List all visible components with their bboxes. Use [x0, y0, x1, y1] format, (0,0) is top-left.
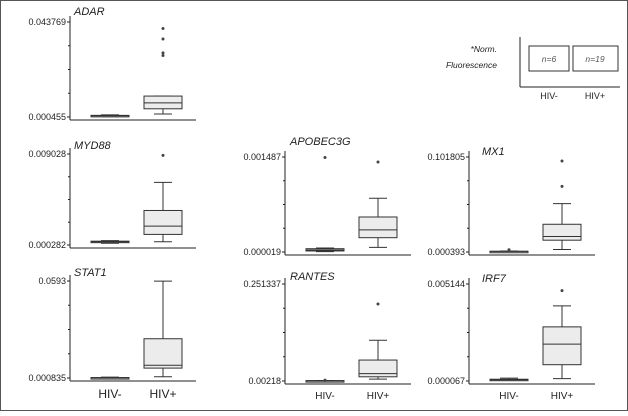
legend-box-hiv-pos [572, 45, 619, 72]
box-iqr [542, 326, 582, 366]
y-tick-label: 0.009028 [28, 149, 66, 159]
x-category-label: HIV+ [367, 391, 390, 402]
x-category-label: HIV- [315, 391, 334, 402]
legend-n-hiv-neg: n=6 [542, 54, 557, 64]
legend-label-hiv-neg: HIV- [540, 91, 558, 101]
y-tick-label: 0.001487 [243, 152, 281, 162]
box-hiv-pos [143, 153, 183, 243]
box-hiv-pos [143, 280, 183, 378]
outlier-point [507, 248, 511, 252]
box-hiv-neg [489, 248, 529, 254]
box-hiv-pos [143, 27, 183, 115]
box-hiv-neg [90, 114, 130, 118]
outlier-point [323, 378, 327, 382]
box-hiv-pos [542, 289, 582, 380]
y-tick-label: 0.043769 [28, 17, 66, 27]
panel-adar: 0.043769 0.000455 ADAR [28, 6, 196, 122]
outlier-point [560, 159, 564, 163]
box-iqr [358, 359, 398, 378]
box-hiv-pos [542, 159, 582, 251]
outlier-point [560, 289, 564, 293]
panel-title: MYD88 [74, 140, 112, 152]
legend-box-hiv-neg [528, 45, 570, 72]
box-hiv-pos [358, 302, 398, 380]
y-tick-label: 0.000067 [427, 376, 465, 386]
box-hiv-neg [305, 378, 345, 383]
x-category-label: HIV+ [551, 391, 574, 402]
panel-title: ADAR [73, 6, 105, 18]
outlier-point [376, 160, 380, 164]
box-hiv-neg [489, 377, 529, 382]
panel-rantes: 0.251337 0.00218 RANTES HIV- HIV+ [243, 271, 411, 402]
x-category-label: HIV- [499, 391, 518, 402]
y-tick-label: 0.000019 [243, 247, 281, 257]
outlier-point [161, 27, 165, 31]
y-tick-label: 0.000282 [28, 240, 66, 250]
y-tick-label: 0.101805 [427, 152, 465, 162]
box-iqr [143, 209, 183, 235]
x-category-label: HIV- [98, 387, 121, 401]
box-hiv-neg [90, 240, 130, 244]
box-hiv-neg [305, 155, 345, 253]
box-iqr [143, 338, 183, 369]
box-iqr [542, 223, 582, 241]
x-category-label: HIV+ [149, 387, 176, 401]
outlier-point [376, 302, 380, 306]
panel-title: MX1 [482, 146, 505, 158]
outlier-point [161, 37, 165, 41]
outlier-point [323, 155, 327, 159]
y-tick-label: 0.00218 [248, 376, 281, 386]
panels: 0.043769 0.000455 ADAR 0.009028 0.000282 MYD8… [28, 6, 595, 402]
y-tick-label: 0.0593 [38, 276, 66, 286]
outlier-point [560, 184, 564, 188]
panel-apobec3g: 0.001487 0.000019 APOBEC3G [243, 136, 411, 257]
panel-title: STAT1 [74, 267, 107, 279]
box-iqr [358, 216, 398, 239]
y-tick-label: 0.251337 [243, 279, 281, 289]
outlier-point [161, 153, 165, 157]
panel-title: IRF7 [482, 273, 507, 285]
box-hiv-neg [90, 376, 130, 380]
outlier-point [161, 51, 165, 55]
legend-norm-label: *Norm. [471, 44, 497, 54]
legend-fluorescence-label: Fluorescence [446, 60, 497, 70]
panel-title: RANTES [290, 271, 335, 283]
panel-mx1: 0.101805 0.000393 MX1 [427, 146, 595, 257]
y-tick-label: 0.005144 [427, 279, 465, 289]
panel-myd88: 0.009028 0.000282 MYD88 [28, 140, 196, 250]
legend-label-hiv-pos: HIV+ [585, 91, 605, 101]
y-tick-label: 0.000393 [427, 247, 465, 257]
box-hiv-pos [358, 160, 398, 248]
legend-n-hiv-pos: n=19 [585, 54, 604, 64]
legend: *Norm. Fluorescence n=6 n=19 HIV- HIV+ [446, 37, 620, 101]
y-tick-label: 0.000455 [28, 112, 66, 122]
panel-title: APOBEC3G [289, 136, 351, 148]
outlier-point [161, 53, 165, 57]
y-tick-label: 0.000835 [28, 373, 66, 383]
